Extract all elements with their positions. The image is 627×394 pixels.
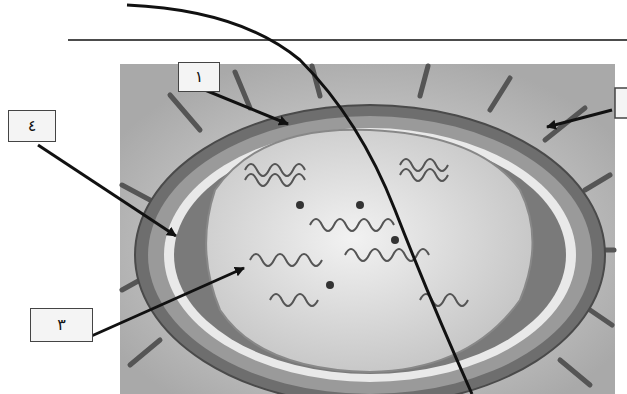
callout-number: ١ <box>178 62 220 92</box>
callout-number: ٣ <box>30 308 93 342</box>
callout-number: ٤ <box>8 110 56 142</box>
